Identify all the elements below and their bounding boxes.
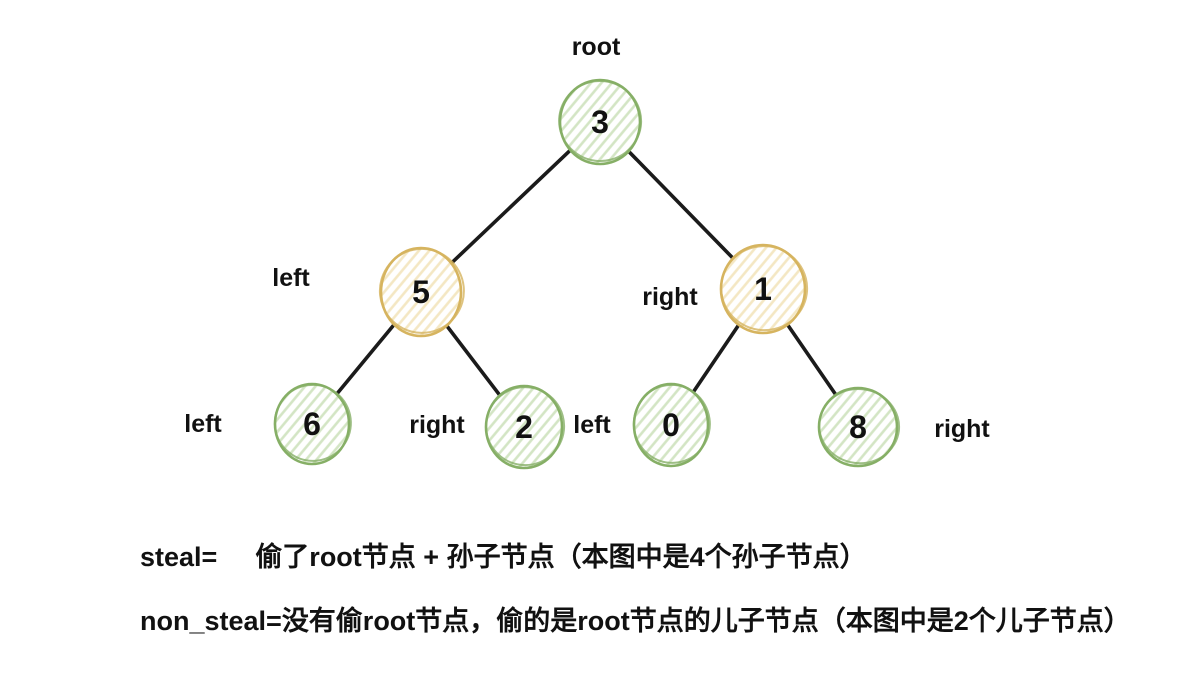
node-value-left: 5 [412, 274, 430, 310]
note-steal-value: 偷了root节点 + 孙子节点（本图中是4个孙子节点） [255, 542, 867, 572]
note-steal: steal= 偷了root节点 + 孙子节点（本图中是4个孙子节点） [140, 542, 1131, 573]
tree-node-right-left: 0 [632, 382, 711, 468]
label-left-left: left [184, 410, 222, 438]
note-non-steal-key: non_steal= [140, 606, 282, 637]
tree-node-right-right: 8 [817, 386, 901, 468]
tree-node-left-left: 6 [273, 382, 352, 466]
node-value-left-right: 2 [515, 409, 533, 445]
node-value-right-right: 8 [849, 409, 867, 445]
label-left: left [272, 264, 310, 292]
tree-node-left: 5 [378, 246, 465, 338]
label-right-left: left [573, 411, 611, 439]
label-left-right: right [409, 411, 465, 439]
tree-node-left-right: 2 [484, 384, 566, 470]
node-value-right-left: 0 [662, 407, 680, 443]
label-right-right: right [934, 415, 990, 443]
note-steal-key: steal= [140, 542, 218, 572]
node-value-root: 3 [591, 104, 609, 140]
label-root: root [572, 33, 621, 61]
annotations: steal= 偷了root节点 + 孙子节点（本图中是4个孙子节点） non_st… [140, 542, 1131, 670]
note-non-steal-value: 没有偷root节点，偷的是root节点的儿子节点（本图中是2个儿子节点） [281, 606, 1131, 637]
node-value-right: 1 [754, 271, 772, 307]
note-non-steal: non_steal=没有偷root节点，偷的是root节点的儿子节点（本图中是2… [140, 606, 1131, 637]
label-right: right [642, 283, 698, 311]
tree-node-right: 1 [719, 243, 809, 335]
tree-node-root: 3 [558, 78, 643, 166]
node-value-left-left: 6 [303, 406, 321, 442]
